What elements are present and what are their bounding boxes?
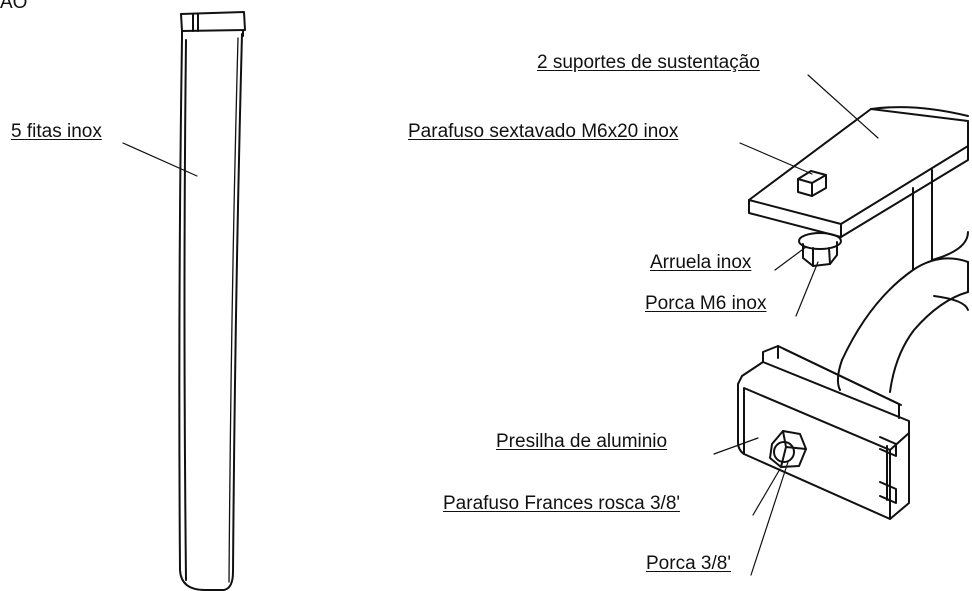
bracket-curved-strap: [836, 169, 969, 393]
label-porca-38: Porca 3/8': [646, 553, 731, 574]
label-porca-m6-inox: Porca M6 inox: [645, 293, 767, 314]
stainless-strap: [178, 11, 246, 591]
label-presilha-aluminio: Presilha de aluminio: [496, 431, 668, 452]
carriage-bolt-and-nut: [769, 430, 807, 468]
aluminium-clamp: [737, 345, 910, 520]
label-arruela-inox: Arruela inox: [650, 252, 752, 273]
leader-lines: [122, 74, 879, 576]
label-2-suportes: 2 suportes de sustentação: [537, 52, 760, 73]
label-5-fitas-inox: 5 fitas inox: [11, 121, 102, 142]
label-parafuso-sextavado: Parafuso sextavado M6x20 inox: [408, 121, 679, 142]
hex-bolt-head: [797, 170, 827, 197]
label-parafuso-frances: Parafuso Frances rosca 3/8': [443, 493, 681, 514]
corner-text-fragment: AO: [0, 0, 28, 13]
washer-and-nut: [798, 232, 842, 267]
bracket-top-plate: [748, 106, 969, 238]
